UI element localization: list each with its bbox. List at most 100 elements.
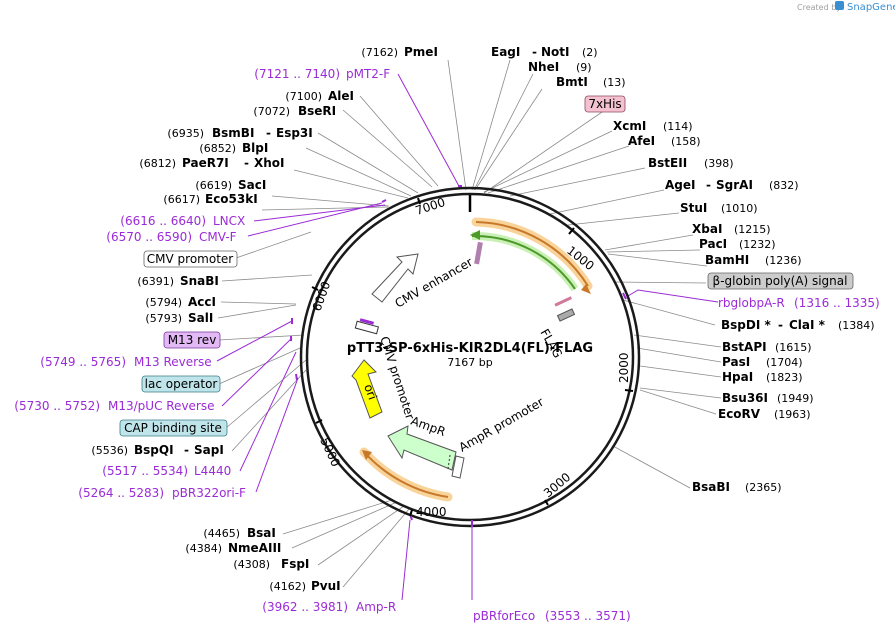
enzyme-name[interactable]: PaeR7I bbox=[182, 156, 229, 170]
enzyme-name[interactable]: BstEII bbox=[648, 156, 687, 170]
enzyme-name[interactable]: BspDI * bbox=[721, 318, 771, 332]
enzyme-name[interactable]: BmtI bbox=[556, 75, 588, 89]
enzyme-pos: (2) bbox=[582, 46, 598, 59]
enzyme-name[interactable]: BlpI bbox=[242, 141, 268, 155]
ampr-arrow bbox=[387, 425, 457, 471]
primer-name[interactable]: L4440 bbox=[194, 464, 231, 478]
enzyme-name[interactable]: EagI bbox=[491, 45, 520, 59]
enzyme-name-2[interactable]: SgrAI bbox=[716, 178, 753, 192]
primer-name[interactable]: Amp-R bbox=[356, 600, 396, 614]
enzyme-name-2[interactable]: NotI bbox=[541, 45, 570, 59]
enzyme-name[interactable]: StuI bbox=[680, 201, 707, 215]
leader-lines bbox=[217, 59, 722, 588]
primer-range: (6616 .. 6640) bbox=[120, 214, 206, 228]
enzyme-name[interactable]: BstAPI bbox=[722, 340, 767, 354]
enzyme-name[interactable]: NmeAIII bbox=[228, 541, 281, 555]
enzyme-name-2[interactable]: Esp3I bbox=[276, 126, 313, 140]
primer-name[interactable]: LNCX bbox=[213, 214, 245, 228]
enzyme-name[interactable]: PvuI bbox=[311, 579, 341, 593]
primer-name[interactable]: pMT2-F bbox=[346, 67, 390, 81]
enzyme-pos: (1384) bbox=[838, 319, 875, 332]
primer-range: (1316 .. 1335) bbox=[794, 296, 880, 310]
flag-tag-mark bbox=[554, 296, 573, 307]
enzyme-name[interactable]: Eco53kI bbox=[205, 192, 258, 206]
enzyme-name[interactable]: BamHI bbox=[705, 253, 749, 267]
kir-arc-highlight bbox=[471, 231, 579, 292]
ampr-promoter-arrow bbox=[451, 455, 465, 479]
enzyme-name-2[interactable]: ClaI * bbox=[789, 318, 826, 332]
feature-box-cmv-promoter bbox=[143, 250, 238, 268]
enzyme-pos: (4308) bbox=[233, 558, 270, 571]
primer-range: (3962 .. 3981) bbox=[262, 600, 348, 614]
enzyme-name[interactable]: BseRI bbox=[298, 104, 336, 118]
primer-name[interactable]: rbglobpA-R bbox=[718, 296, 785, 310]
primer-name[interactable]: CMV-F bbox=[199, 230, 237, 244]
scale-ticks bbox=[311, 197, 634, 517]
enzyme-name[interactable]: NheI bbox=[528, 60, 559, 74]
kir-arc bbox=[471, 234, 576, 290]
enzyme-name[interactable]: SacI bbox=[238, 178, 266, 192]
primer-lines bbox=[216, 73, 719, 601]
enzyme-name[interactable]: BsmBI bbox=[212, 126, 254, 140]
enzyme-pos: (7162) bbox=[361, 46, 398, 59]
primer-name[interactable]: pBR322ori-F bbox=[172, 486, 246, 500]
enzyme-pos: (6619) bbox=[195, 179, 232, 192]
primer-range: (6570 .. 6590) bbox=[106, 230, 192, 244]
enzyme-pos: (1236) bbox=[765, 254, 802, 267]
enzyme-name[interactable]: SalI bbox=[188, 311, 213, 325]
orf-arrowhead-icon bbox=[581, 284, 591, 294]
feature-label-lac-operator[interactable]: lac operator bbox=[145, 377, 218, 391]
feature-label-cap-binding-site[interactable]: CAP binding site bbox=[124, 421, 222, 435]
enzyme-pos: (6935) bbox=[167, 127, 204, 140]
ampr-label: AmpR bbox=[409, 414, 447, 439]
enzyme-name[interactable]: FspI bbox=[281, 557, 309, 571]
enzyme-name[interactable]: SnaBI bbox=[180, 274, 219, 288]
enzyme-name[interactable]: PacI bbox=[699, 237, 727, 251]
enzyme-pos: (4465) bbox=[203, 527, 240, 540]
enzyme-name[interactable]: AgeI bbox=[665, 178, 695, 192]
enzyme-name[interactable]: BsaBI bbox=[692, 480, 730, 494]
plasmid-size: 7167 bp bbox=[447, 356, 492, 369]
ori-label: ori bbox=[361, 382, 379, 401]
enzyme-separator: - bbox=[532, 45, 537, 59]
enzyme-name[interactable]: AfeI bbox=[628, 134, 655, 148]
feature-label-globin-polya[interactable]: β-globin poly(A) signal bbox=[713, 274, 848, 288]
feature-label-m13-rev[interactable]: M13 rev bbox=[168, 333, 217, 347]
feature-label-7xhis[interactable]: 7xHis bbox=[588, 97, 621, 111]
enzyme-pos: (1963) bbox=[774, 408, 811, 421]
enzyme-name[interactable]: AleI bbox=[328, 89, 354, 103]
tick-label-6000: 6000 bbox=[310, 280, 334, 313]
enzyme-name[interactable]: AccI bbox=[188, 295, 216, 309]
enzyme-pos: (6391) bbox=[137, 275, 174, 288]
enzyme-name-2[interactable]: XhoI bbox=[254, 156, 285, 170]
enzyme-pos: (6812) bbox=[139, 157, 176, 170]
enzyme-name[interactable]: PmeI bbox=[404, 45, 438, 59]
enzyme-pos: (4162) bbox=[269, 580, 306, 593]
enzyme-name[interactable]: EcoRV bbox=[718, 407, 761, 421]
primer-range: (5264 .. 5283) bbox=[78, 486, 164, 500]
enzyme-name[interactable]: Bsu36I bbox=[722, 391, 768, 405]
ampr-orf-arc bbox=[363, 451, 449, 498]
enzyme-name[interactable]: PasI bbox=[722, 355, 750, 369]
enzyme-pos: (5793) bbox=[145, 312, 182, 325]
primer-name[interactable]: pBRforEco bbox=[473, 609, 535, 623]
enzyme-name[interactable]: BspQI bbox=[134, 443, 174, 457]
enzyme-name[interactable]: XcmI bbox=[613, 119, 646, 133]
enzyme-name[interactable]: HpaI bbox=[722, 370, 753, 384]
enzyme-pos: (398) bbox=[704, 157, 734, 170]
primer-range: (5749 .. 5765) bbox=[40, 355, 126, 369]
enzyme-separator: - bbox=[778, 318, 783, 332]
enzyme-name[interactable]: XbaI bbox=[692, 222, 722, 236]
primer-name[interactable]: M13 Reverse bbox=[134, 355, 212, 369]
primer-name[interactable]: M13/pUC Reverse bbox=[108, 399, 215, 413]
enzyme-name-2[interactable]: SapI bbox=[194, 443, 224, 457]
feature-label-cmv-promoter[interactable]: CMV promoter bbox=[147, 252, 234, 266]
credit-prefix: Created by bbox=[797, 3, 841, 12]
enzyme-pos: (1949) bbox=[777, 392, 814, 405]
enzyme-separator: - bbox=[184, 443, 189, 457]
enzyme-pos: (9) bbox=[576, 61, 592, 74]
primer-range: (5730 .. 5752) bbox=[14, 399, 100, 413]
flag-feature-mark bbox=[556, 308, 576, 322]
enzyme-name[interactable]: BsaI bbox=[247, 526, 276, 540]
